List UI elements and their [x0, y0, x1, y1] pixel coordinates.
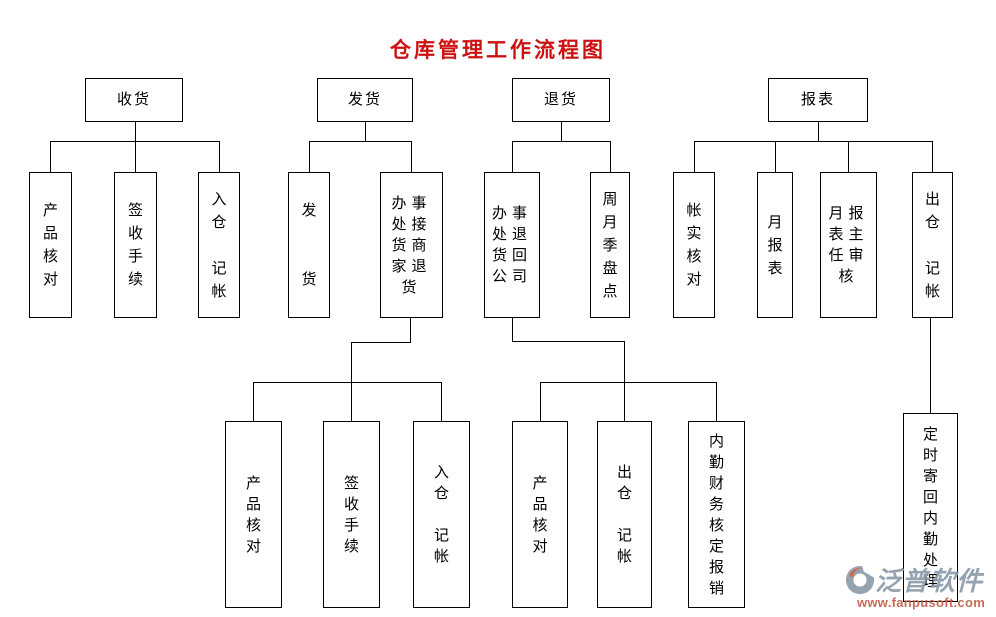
connector [694, 141, 932, 142]
node-label: 月 报 表 [767, 213, 783, 277]
node-label: 办事 处退 货回 公司 [491, 205, 532, 285]
node-office-return-to-company: 办事 处退 货回 公司 [484, 172, 540, 318]
watermark-brand-text: 泛普软件 [875, 566, 984, 596]
connector [411, 141, 412, 172]
node-report-director-review: 月报 表主 任审 核 [820, 172, 877, 318]
node-warehouse-in-bookkeeping-2: 入 仓 记 帐 [413, 421, 470, 608]
node-product-check-3: 产 品 核 对 [512, 421, 568, 608]
watermark-brand-row: 泛普软件 [845, 561, 996, 598]
node-receiving: 收货 [85, 78, 183, 122]
connector [694, 141, 695, 172]
node-label: 出 仓 记 帐 [924, 190, 940, 300]
connector [818, 122, 819, 141]
node-label: 签 收 手 续 [127, 202, 143, 288]
connector [365, 122, 366, 141]
node-scheduled-mail-back-processing: 定 时 寄 回 内 勤 处 理 [903, 413, 958, 602]
node-sign-procedure-2: 签 收 手 续 [323, 421, 380, 608]
connector [50, 141, 219, 142]
node-office-receive-merchant-returns: 办事 处接 货商 家退 货 [380, 172, 443, 318]
watermark-url-text: www.fanpusoft.com [856, 595, 986, 610]
node-label: 产 品 核 对 [532, 474, 548, 555]
node-shipping-label: 发货 [347, 91, 382, 108]
node-monthly-report: 月 报 表 [757, 172, 793, 318]
node-returns-label: 退货 [543, 91, 578, 108]
connector [135, 122, 136, 141]
connector [309, 141, 310, 172]
fanpu-logo-icon [845, 564, 875, 594]
node-warehouse-out-bookkeeping-2: 出 仓 记 帐 [597, 421, 652, 608]
connector [410, 318, 411, 342]
connector [930, 318, 931, 413]
connector [932, 141, 933, 172]
node-label: 办事 处接 货商 家退 货 [391, 194, 432, 296]
node-label: 产 品 核 对 [245, 474, 261, 555]
node-returns: 退货 [512, 78, 610, 122]
node-warehouse-in-bookkeeping: 入 仓 记 帐 [198, 172, 240, 318]
connector [351, 342, 352, 421]
node-finance-approve-reimbursement: 内 勤 财 务 核 定 报 销 [688, 421, 745, 608]
connector [512, 141, 513, 172]
connector [512, 318, 513, 341]
node-product-check: 产 品 核 对 [29, 172, 72, 318]
node-warehouse-out-bookkeeping: 出 仓 记 帐 [912, 172, 953, 318]
node-label: 周 月 季 盘 点 [602, 190, 618, 300]
node-account-reconciliation: 帐 实 核 对 [673, 172, 715, 318]
node-receiving-label: 收货 [116, 91, 151, 108]
connector [610, 141, 611, 172]
connector [540, 382, 717, 383]
connector [512, 341, 625, 342]
connector [309, 141, 412, 142]
node-label: 签 收 手 续 [343, 474, 359, 555]
connector [540, 382, 541, 421]
connector [253, 382, 441, 383]
node-label: 帐 实 核 对 [686, 202, 702, 288]
node-label: 入 仓 记 帐 [211, 190, 227, 300]
connector [716, 382, 717, 421]
node-sign-procedure: 签 收 手 续 [114, 172, 157, 318]
connector [561, 122, 562, 141]
connector [848, 141, 849, 172]
node-product-check-2: 产 品 核 对 [225, 421, 282, 608]
node-label: 内 勤 财 务 核 定 报 销 [708, 432, 724, 597]
node-ship-goods: 发 货 [288, 172, 330, 318]
node-label: 入 仓 记 帐 [433, 464, 449, 565]
connector [624, 341, 625, 421]
node-label: 发 货 [301, 202, 317, 288]
connector [512, 141, 610, 142]
connector [351, 342, 411, 343]
node-label: 产 品 核 对 [42, 202, 58, 288]
node-shipping: 发货 [317, 78, 413, 122]
connector [441, 382, 442, 421]
connector [775, 141, 776, 172]
node-label: 月报 表主 任审 核 [828, 205, 869, 285]
node-label: 出 仓 记 帐 [616, 464, 632, 565]
watermark: 泛普软件 www.fanpusoft.com [845, 561, 996, 610]
page-title: 仓库管理工作流程图 [390, 39, 606, 62]
connector [219, 141, 220, 172]
node-label: 定 时 寄 回 内 勤 处 理 [922, 425, 938, 590]
connector [135, 141, 136, 172]
connector [50, 141, 51, 172]
node-periodic-stocktake: 周 月 季 盘 点 [590, 172, 630, 318]
node-reports: 报表 [768, 78, 868, 122]
node-reports-label: 报表 [800, 91, 835, 108]
connector [253, 382, 254, 421]
